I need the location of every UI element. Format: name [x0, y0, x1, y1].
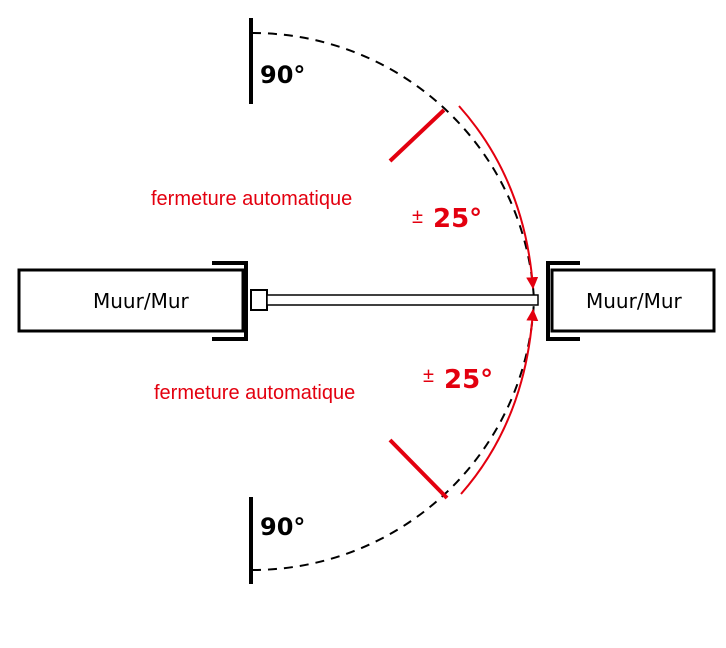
- door-leaf: [266, 294, 539, 306]
- swing-arc-bottom: [251, 299, 535, 572]
- hinge-left: [250, 289, 268, 311]
- auto-close-limit-bottom: [388, 438, 449, 500]
- auto-close-arrow-bottom: [460, 308, 539, 495]
- frame-left: [212, 261, 248, 341]
- tolerance-label-top: 25°: [433, 204, 482, 234]
- plus-minus-bottom: ±: [423, 365, 434, 387]
- auto-close-label-bottom: fermeture automatique: [154, 382, 355, 404]
- auto-close-limit-top: [388, 108, 446, 163]
- wall-right: [550, 268, 716, 333]
- plus-minus-top: ±: [412, 206, 423, 228]
- tolerance-label-bottom: 25°: [444, 365, 493, 395]
- swing-arc-top: [251, 31, 535, 301]
- angle-label-top: 90°: [260, 61, 305, 89]
- frame-right: [546, 261, 580, 341]
- auto-close-label-top: fermeture automatique: [151, 188, 352, 210]
- wall-left: [17, 268, 245, 333]
- wall-label-left: Muur/Mur: [93, 289, 190, 313]
- angle-label-bottom: 90°: [260, 513, 305, 541]
- wall-label-right: Muur/Mur: [586, 289, 683, 313]
- auto-close-arrow-top: [458, 105, 539, 290]
